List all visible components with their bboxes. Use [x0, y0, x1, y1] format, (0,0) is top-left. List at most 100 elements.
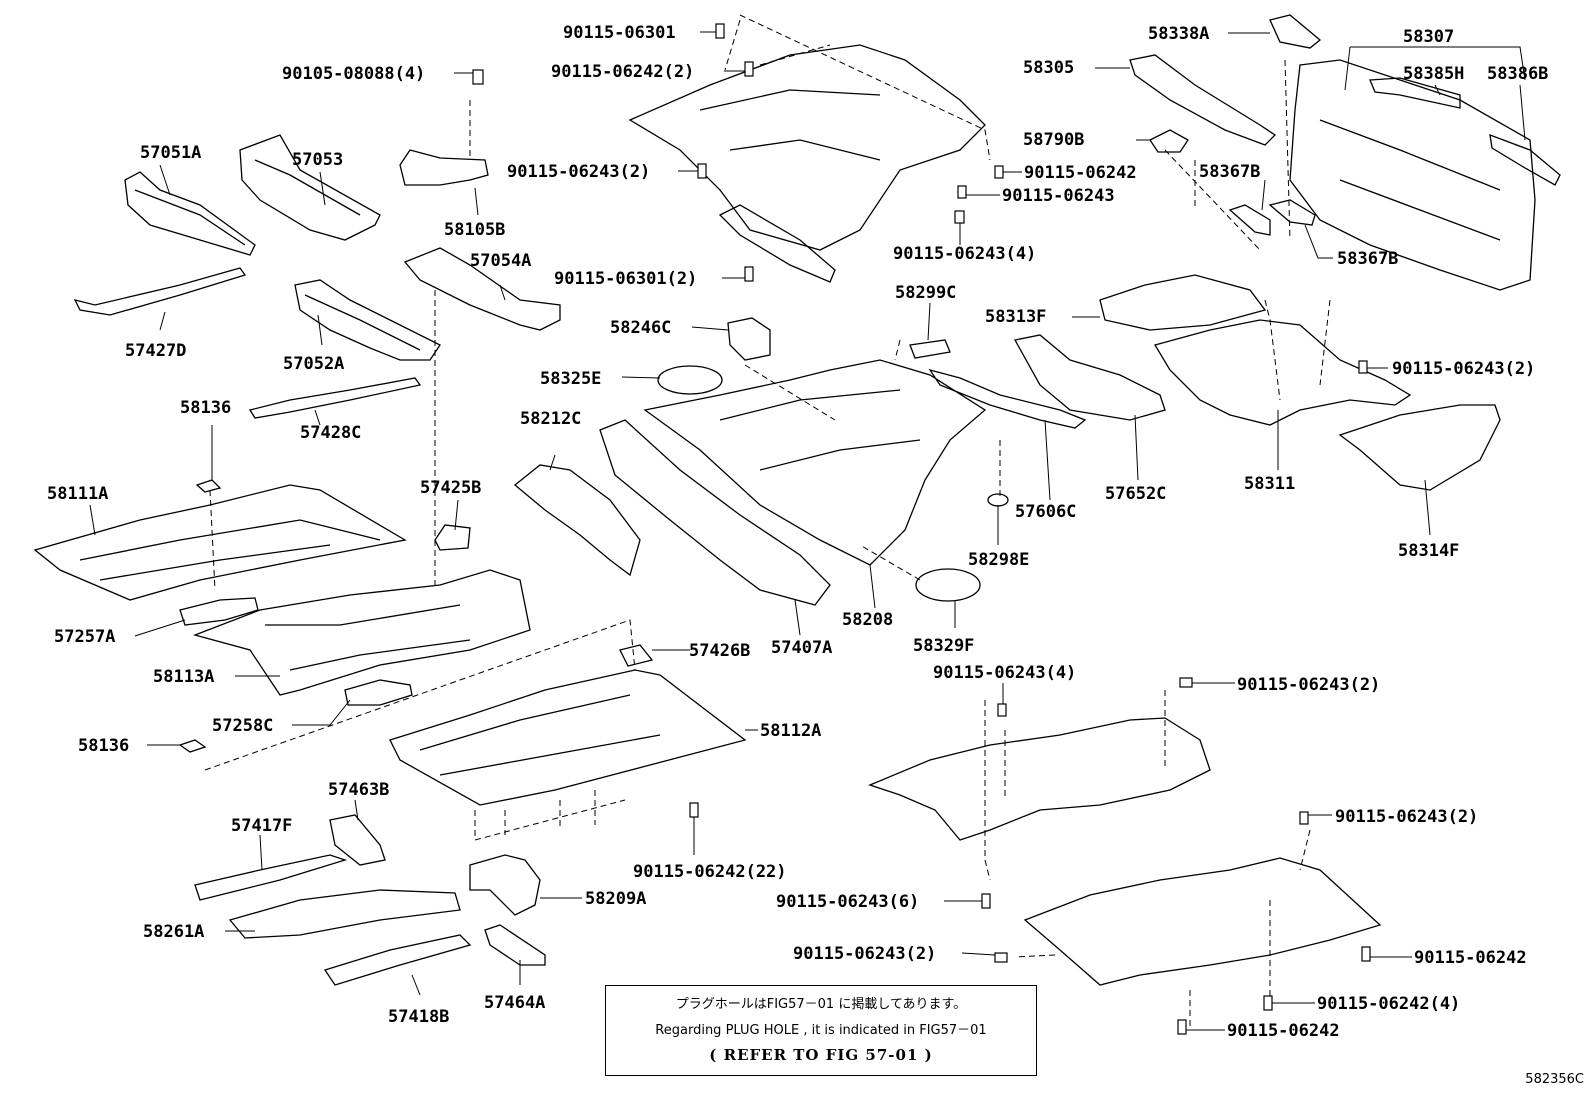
part-57427D [73, 267, 247, 316]
label-part-number: 90115-06301(2) [554, 269, 697, 289]
label-part-number: 90115-06242 [1414, 948, 1527, 968]
label-part-number: 57652C [1105, 484, 1166, 504]
label-part-number: 58367B [1199, 162, 1260, 182]
part-58367B-a [1228, 204, 1271, 236]
leader-lines [89, 31, 1526, 1031]
label-part-number: 57427D [125, 341, 186, 361]
part-58790B [1149, 129, 1189, 153]
label-part-number: 58329F [913, 636, 974, 656]
part-58136-b [178, 739, 207, 753]
part-58105B [399, 149, 489, 186]
label-part-number: 90115-06243(4) [893, 244, 1036, 264]
label-part-number: 58325E [540, 369, 601, 389]
part-58305 [1129, 54, 1277, 146]
part-57428C [248, 377, 422, 419]
part-57418B [323, 934, 472, 986]
label-part-number: 58305 [1023, 58, 1074, 78]
label-part-number: 58246C [610, 318, 671, 338]
note-line-japanese: プラグホールはFIG57－01 に掲載してあります。 [675, 997, 967, 1012]
label-part-number: 58136 [180, 398, 231, 418]
label-part-number: 90115-06301 [563, 23, 676, 43]
label-part-number: 90115-06243(2) [1392, 359, 1535, 379]
label-part-number: 58314F [1398, 541, 1459, 561]
label-part-number: 57425B [420, 478, 481, 498]
label-part-number: 90115-06243 [1002, 186, 1115, 206]
label-part-number: 58111A [47, 484, 108, 504]
part-rear-floor-upper [628, 44, 986, 251]
part-57407A [599, 419, 831, 606]
label-part-number: 57606C [1015, 502, 1076, 522]
part-58367B-b [1268, 199, 1316, 226]
label-part-number: 57407A [771, 638, 832, 658]
bolts [472, 23, 1371, 1035]
label-part-number: 58367B [1337, 249, 1398, 269]
part-58299C [909, 339, 951, 359]
part-floor-assembly-mid [868, 717, 1211, 841]
part-57464A [484, 924, 546, 966]
part-58311 [1154, 319, 1412, 426]
part-58314F [1338, 404, 1501, 491]
part-57652C [1013, 334, 1166, 421]
label-part-number: 58307 [1403, 27, 1454, 47]
part-58246C [727, 317, 771, 361]
part-57053 [239, 134, 381, 241]
label-part-number: 90115-06242(4) [1317, 994, 1460, 1014]
label-part-number: 58112A [760, 721, 821, 741]
part-58329F [915, 568, 981, 602]
part-57054A [403, 247, 561, 331]
part-57417F [194, 854, 348, 901]
label-part-number: 57428C [300, 423, 361, 443]
label-part-number: 90115-06242 [1227, 1021, 1340, 1041]
label-part-number: 57418B [388, 1007, 449, 1027]
part-58325E [657, 365, 723, 395]
label-part-number: 90115-06243(2) [1335, 807, 1478, 827]
label-part-number: 58208 [842, 610, 893, 630]
label-part-number: 58105B [444, 220, 505, 240]
label-part-number: 58386B [1487, 64, 1548, 84]
assembly-lines [204, 14, 1331, 1030]
label-part-number: 90115-06243(4) [933, 663, 1076, 683]
part-58313F [1099, 274, 1267, 331]
label-part-number: 57053 [292, 150, 343, 170]
label-part-number: 57463B [328, 780, 389, 800]
part-57426B [619, 644, 654, 667]
part-58298E [987, 493, 1009, 507]
label-part-number: 90115-06242(22) [633, 862, 787, 882]
part-58307 [1289, 59, 1536, 291]
label-part-number: 57257A [54, 627, 115, 647]
label-part-number: 90115-06243(2) [1237, 675, 1380, 695]
part-57606C [928, 368, 1087, 429]
label-part-number: 58261A [143, 922, 204, 942]
part-outlines [33, 14, 1561, 986]
label-part-number: 58298E [968, 550, 1029, 570]
label-part-number: 58299C [895, 283, 956, 303]
label-part-number: 57464A [484, 993, 545, 1013]
part-57463B [329, 814, 386, 866]
part-58113A [192, 569, 531, 696]
part-57425B [434, 524, 471, 551]
label-part-number: 90115-06242(2) [551, 62, 694, 82]
label-part-number: 90105-08088(4) [282, 64, 425, 84]
label-part-number: 90115-06243(2) [793, 944, 936, 964]
label-part-number: 57051A [140, 143, 201, 163]
part-58386B [1489, 134, 1561, 186]
part-58212C [513, 464, 641, 577]
part-57257A [179, 597, 259, 626]
label-part-number: 58385H [1403, 64, 1464, 84]
part-58261A [228, 889, 461, 939]
label-part-number: 57054A [470, 251, 531, 271]
plug-hole-note: プラグホールはFIG57－01 に掲載してあります。 Regarding PLU… [605, 985, 1037, 1076]
note-line-reference: ( REFER TO FIG 57-01 ) [709, 1046, 933, 1064]
label-part-number: 58313F [985, 307, 1046, 327]
label-part-number: 58338A [1148, 24, 1209, 44]
label-part-number: 90115-06243(6) [776, 892, 919, 912]
label-part-number: 57426B [689, 641, 750, 661]
label-part-number: 58311 [1244, 474, 1295, 494]
part-57051A [124, 171, 256, 256]
label-part-number: 57258C [212, 716, 273, 736]
label-part-number: 58113A [153, 667, 214, 687]
part-floor-assembly-lower [1023, 857, 1382, 986]
figure-id: 582356C [1525, 1072, 1584, 1087]
part-labels: 90115-06301 90115-06242(2) 90105-08088(4… [47, 23, 1548, 1041]
